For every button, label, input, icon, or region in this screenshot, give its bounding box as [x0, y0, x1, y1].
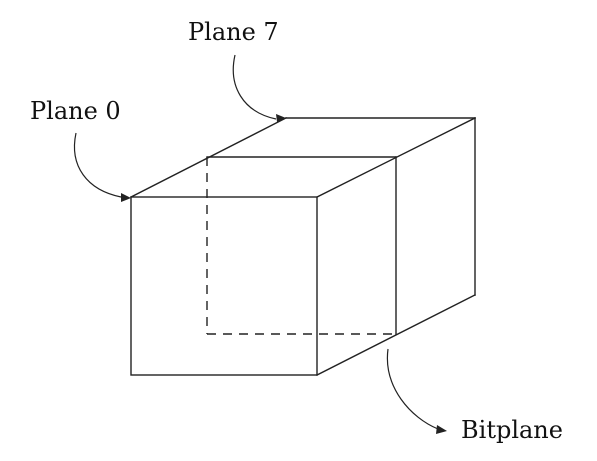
plane-0-pointer: [74, 132, 122, 198]
plane-0-arrowhead: [121, 193, 131, 202]
bitplane-pointer: [386, 348, 439, 430]
front-plane-outline: [130, 196, 318, 376]
bitplane-label: Bitplane: [461, 416, 563, 444]
top-left-depth-edge: [130, 117, 287, 198]
plane-7-arrowhead: [276, 114, 286, 122]
bitplane-arrowhead: [436, 425, 447, 434]
plane-0-label: Plane 0: [30, 97, 121, 125]
plane-7-label: Plane 7: [188, 18, 279, 46]
plane-7-pointer: [232, 54, 277, 120]
top-right-depth-edge: [316, 117, 476, 198]
bottom-right-depth-edge: [316, 294, 476, 376]
